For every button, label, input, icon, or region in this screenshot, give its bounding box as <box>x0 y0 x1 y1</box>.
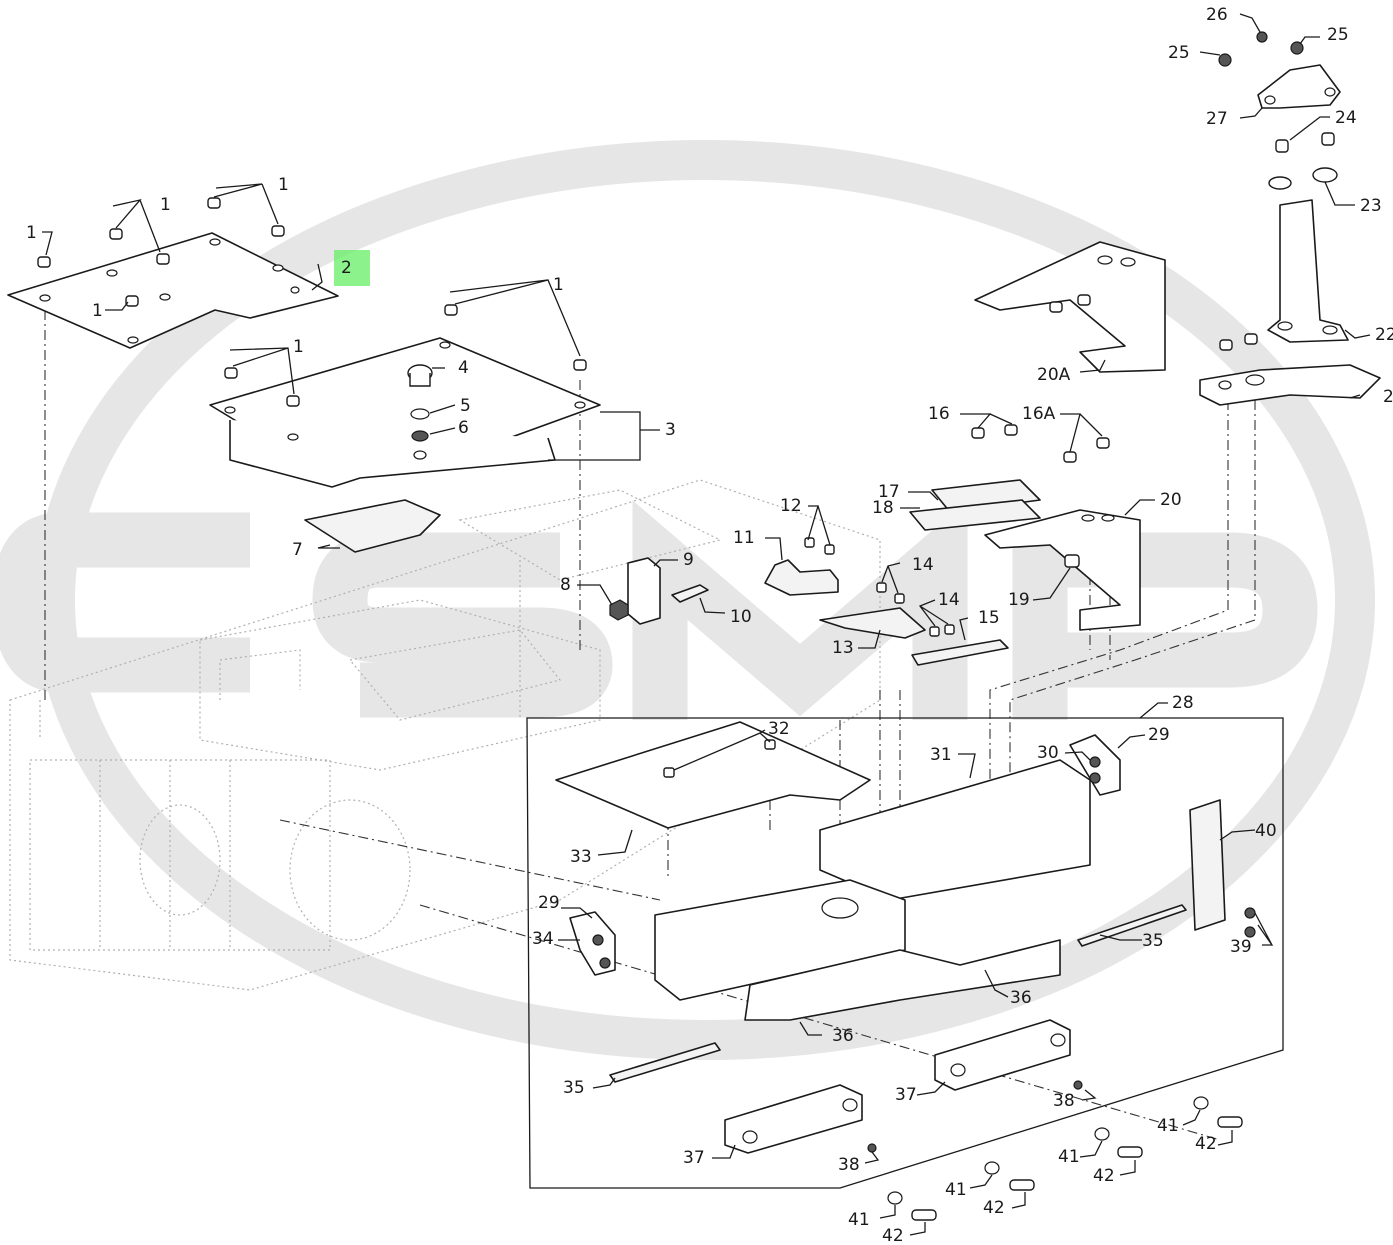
callout-15: 15 <box>978 608 1000 628</box>
callout-32: 32 <box>768 719 790 739</box>
callout-29: 29 <box>1148 725 1170 745</box>
callout-35: 35 <box>1142 931 1164 951</box>
callout-4: 4 <box>458 358 469 378</box>
callout-40: 40 <box>1255 821 1277 841</box>
callout-34: 34 <box>532 929 554 949</box>
callout-42: 42 <box>983 1198 1005 1218</box>
callout-41: 41 <box>1058 1147 1080 1167</box>
callout-30: 30 <box>1037 743 1059 763</box>
callout-1: 1 <box>26 223 37 243</box>
callout-38: 38 <box>1053 1091 1075 1111</box>
presser-assembly-16-20 <box>909 424 1141 631</box>
bracket-assembly <box>609 557 709 625</box>
callout-41: 41 <box>945 1180 967 1200</box>
callout-1: 1 <box>160 195 171 215</box>
callout-3: 3 <box>665 420 676 440</box>
callout-1: 1 <box>293 337 304 357</box>
fasteners-39-41-42 <box>887 907 1256 1221</box>
guide-plate <box>304 499 441 553</box>
callout-9: 9 <box>683 550 694 570</box>
callout-38: 38 <box>838 1155 860 1175</box>
callout-1: 1 <box>92 301 103 321</box>
callout-13: 13 <box>832 638 854 658</box>
watermark-logo <box>0 140 1375 1060</box>
callout-41: 41 <box>1157 1116 1179 1136</box>
callout-11: 11 <box>733 528 755 548</box>
callout-7: 7 <box>292 540 303 560</box>
callout-14: 14 <box>938 590 960 610</box>
bed-plate <box>209 304 601 488</box>
clamp-blocks-37 <box>724 1019 1083 1154</box>
callout-27: 27 <box>1206 109 1228 129</box>
callout-14: 14 <box>912 555 934 575</box>
callout-19: 19 <box>1008 590 1030 610</box>
leader-lines <box>42 13 1371 1236</box>
callout-20: 20 <box>1160 490 1182 510</box>
cover-plate <box>7 232 339 349</box>
callout-8: 8 <box>560 575 571 595</box>
callout-23: 23 <box>1360 196 1382 216</box>
callout-28: 28 <box>1172 693 1194 713</box>
callout-16: 16 <box>928 404 950 424</box>
callout-42: 42 <box>882 1226 904 1245</box>
callout-12: 12 <box>780 496 802 516</box>
callout-25: 25 <box>1327 25 1349 45</box>
callout-10: 10 <box>730 607 752 627</box>
callout-39: 39 <box>1230 937 1252 957</box>
callout-42: 42 <box>1093 1166 1115 1186</box>
callout-37: 37 <box>683 1148 705 1168</box>
alignment-lines <box>44 290 1256 1141</box>
callout-18: 18 <box>872 498 894 518</box>
callout-25: 25 <box>1168 43 1190 63</box>
callout-5: 5 <box>460 396 471 416</box>
upper-bracket-21-27 <box>1199 31 1381 406</box>
callout-36: 36 <box>1010 988 1032 1008</box>
callout-1: 1 <box>278 175 289 195</box>
callout-26: 26 <box>1206 5 1228 25</box>
callout-20a: 20A <box>1037 365 1071 385</box>
callout-2: 2 <box>341 258 352 278</box>
callout-21: 21 <box>1383 387 1393 407</box>
callout-37: 37 <box>895 1085 917 1105</box>
assembly-frame <box>526 717 1284 1189</box>
callout-36: 36 <box>832 1026 854 1046</box>
callout-24: 24 <box>1335 108 1357 128</box>
callout-1: 1 <box>553 275 564 295</box>
part-2-highlight <box>334 250 370 286</box>
callout-29: 29 <box>538 893 560 913</box>
callout-31: 31 <box>930 745 952 765</box>
callout-16a: 16A <box>1022 404 1056 424</box>
bracket-20a <box>974 241 1166 373</box>
callout-35: 35 <box>563 1078 585 1098</box>
machine-body-outline <box>9 479 881 991</box>
callout-22: 22 <box>1375 325 1393 345</box>
callout-17: 17 <box>878 482 900 502</box>
base-assembly-31-33 <box>555 721 1226 1083</box>
callout-6: 6 <box>458 418 469 438</box>
cover-screws <box>37 197 285 307</box>
callout-labels: 1 1 1 1 1 1 2 3 4 5 6 7 8 9 10 11 12 13 … <box>26 5 1393 1245</box>
callout-42: 42 <box>1195 1134 1217 1154</box>
callout-41: 41 <box>848 1210 870 1230</box>
callout-33: 33 <box>570 847 592 867</box>
guide-parts-13-15 <box>819 582 1009 666</box>
feed-plate-11 <box>764 537 839 596</box>
